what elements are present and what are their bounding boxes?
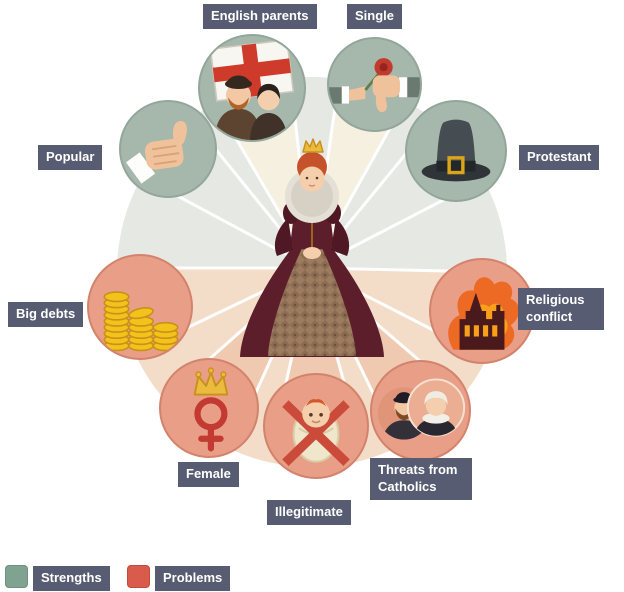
label-illegitimate: Illegitimate: [267, 500, 351, 525]
node-popular: [119, 100, 217, 198]
label-female: Female: [178, 462, 239, 487]
st-george-flag-icon: [209, 38, 295, 102]
label-threats-from-catholics: Threats from Catholics: [370, 458, 472, 500]
queen-elizabeth-i-icon: [240, 138, 384, 357]
female-symbol-icon: [194, 397, 228, 452]
stacks-of-gold-coins-icon: [103, 291, 179, 352]
node-english-parents: [198, 34, 306, 142]
node-protestant: [405, 100, 507, 202]
catholic-rivals-portraits-icon: [377, 378, 466, 440]
red-cross-icon: [282, 400, 350, 467]
burning-church-icon: [448, 277, 519, 350]
label-popular: Popular: [38, 145, 103, 170]
legend-strengths-label: Strengths: [33, 566, 110, 591]
thumbs-down-icon: [375, 93, 387, 113]
node-single: [327, 37, 422, 132]
hand-with-rose-and-thumbs-down-icon: [329, 58, 420, 113]
thumbs-up-icon: [126, 121, 187, 184]
swaddled-baby-crossed-icon: [282, 399, 350, 467]
label-religious-conflict: Religious conflict: [518, 288, 604, 330]
label-big-debts: Big debts: [8, 302, 84, 327]
legend-problems-swatch: [127, 565, 150, 588]
crown-icon: [193, 367, 229, 396]
crown-and-female-symbol-icon: [193, 367, 229, 452]
english-parents-tudor-couple-icon: [209, 38, 295, 140]
anne-boleyn-figure: [249, 83, 288, 140]
ruffed-lady-portrait: [412, 391, 460, 436]
buckle-icon: [447, 156, 465, 175]
henry-viii-figure: [214, 75, 262, 140]
label-protestant: Protestant: [519, 145, 600, 170]
label-english-parents: English parents: [203, 4, 317, 29]
node-big-debts: [87, 254, 193, 360]
legend-strengths-swatch: [5, 565, 28, 588]
node-threats-from-catholics: [370, 360, 471, 461]
node-religious-conflict: [429, 258, 535, 364]
label-single: Single: [347, 4, 403, 29]
node-female: [159, 358, 259, 458]
puritan-hat-icon: [421, 119, 491, 182]
legend-problems-label: Problems: [155, 566, 231, 591]
node-illegitimate: [263, 373, 369, 479]
